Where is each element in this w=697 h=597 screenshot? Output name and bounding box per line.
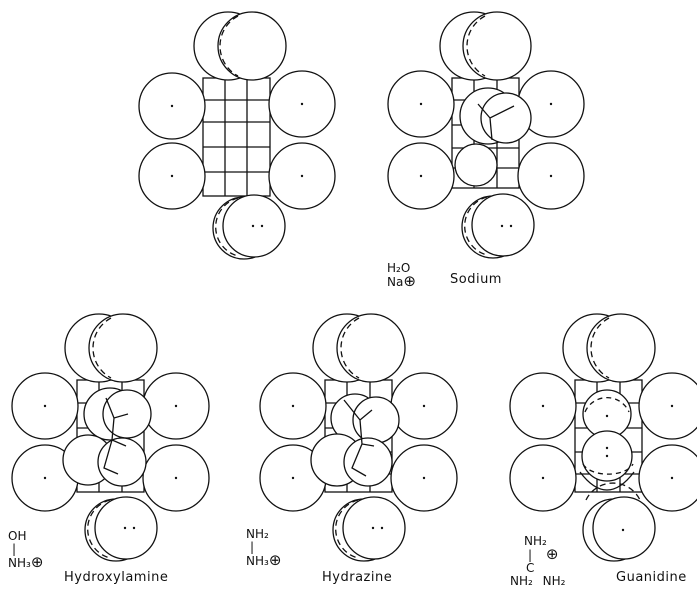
formula-bond-row: | ⊕ [510,545,590,563]
oxygen-atom-top-right [217,11,287,81]
panel-sodium [387,11,585,259]
atom-centers [170,102,304,228]
formula-bottom-row: NH₂ NH₂ [510,575,590,588]
oxygen-atom-bottom-right [592,496,656,560]
atom-centers [541,404,674,532]
oxygen-atom-top-right [462,11,532,81]
water-molecule-atom-right [480,92,532,144]
formula-bottom: NH₃ [8,556,31,570]
atom-centers [419,102,553,228]
oxygen-atom-top-right [586,313,656,383]
formula-bottom-right: NH₂ [542,574,566,588]
channel-grid [202,77,271,197]
oxygen-atom-top-right [88,313,158,383]
guanidine-formula: NH₂ | ⊕ C NH₂ NH₂ [510,535,590,588]
formula-water: H₂O [387,261,411,275]
formula-bond: | [250,540,255,554]
formula-center: C [526,561,535,575]
oxygen-atom-bottom-right [471,193,535,257]
formula-bottom-left: NH₂ [510,574,533,588]
formula-bottom-row: NH₃⊕ [8,553,44,571]
molecule-atom-lower-right [97,437,147,487]
charge-plus-icon: ⊕ [30,553,44,571]
oxygen-atom-right-upper [638,372,697,440]
molecule-atom-lower-right [343,437,393,487]
atom-centers [43,404,178,530]
sodium-formula: H₂O Na⊕ [387,262,416,289]
formula-top: OH [8,529,27,543]
label-guanidine: Guanidine [616,570,687,585]
panel-empty-channel [138,11,336,260]
label-sodium: Sodium [450,272,502,287]
panel-guanidine [509,313,697,562]
charge-plus-icon: ⊕ [268,551,282,569]
label-hydrazine: Hydrazine [322,570,393,585]
formula-bottom: NH₃ [246,554,269,568]
formula-na: Na [387,275,404,289]
oxygen-atom-right-lower [638,444,697,512]
formula-sodium-ion: Na⊕ [387,272,416,290]
oxygen-atom-top-right [336,313,406,383]
panel-hydrazine [259,313,458,562]
panel-hydroxylamine [11,313,210,562]
charge-plus-icon: ⊕ [403,272,416,290]
atom-centers [291,404,426,530]
formula-bottom-row: NH₃⊕ [246,551,282,569]
label-hydroxylamine: Hydroxylamine [64,570,169,585]
hydroxylamine-formula: OH | NH₃⊕ [8,530,43,570]
formula-top: NH₂ [246,527,269,541]
hydrazine-formula: NH₂ | NH₃⊕ [246,528,281,568]
formula-bond: | [12,542,17,556]
charge-plus-icon: ⊕ [545,545,559,563]
sodium-ion [454,143,498,187]
formula-top: NH₂ [524,534,547,548]
formula-bond: | [528,548,533,562]
